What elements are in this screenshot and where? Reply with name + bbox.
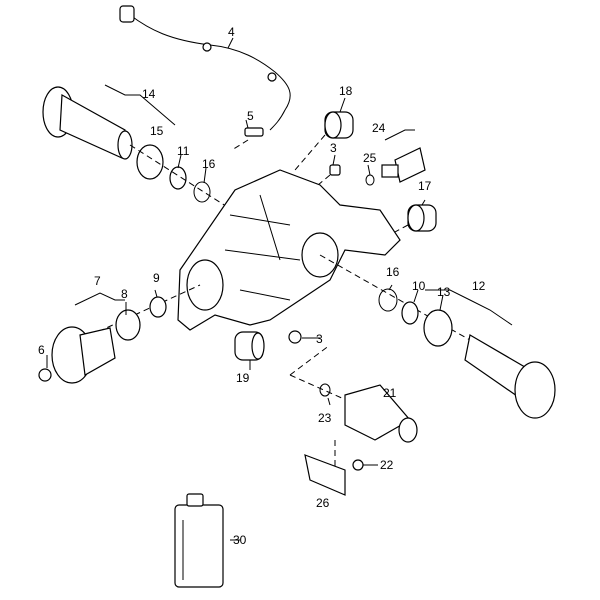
callout-18: 18 [339, 84, 353, 98]
callout-13: 13 [437, 285, 451, 299]
callout-9: 9 [153, 271, 160, 285]
bush-18-part[interactable] [294, 111, 354, 171]
seal-15-part[interactable] [136, 144, 164, 180]
callout-23: 23 [318, 411, 332, 425]
o-ring-25-part[interactable] [365, 174, 375, 186]
bolt-6-part[interactable] [38, 368, 52, 382]
callout-15: 15 [150, 124, 164, 138]
callout-24: 24 [372, 121, 386, 135]
callout-11: 11 [177, 144, 190, 158]
seal-13-part[interactable] [423, 309, 453, 347]
callout-3-bottom: 3 [316, 332, 323, 346]
callout-17: 17 [418, 179, 432, 193]
flange-7-part[interactable] [51, 292, 125, 384]
plug-3-bottom-part[interactable] [288, 330, 312, 344]
sensor-part[interactable] [231, 127, 264, 151]
callout-3-top: 3 [330, 141, 337, 155]
plug-3-top-part[interactable] [311, 164, 341, 191]
callout-6: 6 [38, 343, 45, 357]
differential-housing-part[interactable] [177, 169, 401, 331]
circlip-16-part[interactable] [193, 181, 211, 203]
motor-21-part[interactable] [344, 384, 418, 443]
ring-9-part[interactable] [149, 296, 167, 318]
callout-30: 30 [233, 533, 247, 547]
callout-19: 19 [236, 371, 250, 385]
bush-19-part[interactable] [234, 331, 265, 361]
callout-14: 14 [142, 87, 156, 101]
oil-bottle-30-part[interactable] [174, 493, 224, 588]
callout-5: 5 [247, 109, 254, 123]
flange-shaft-left-part[interactable] [42, 84, 176, 160]
seal-8-part[interactable] [115, 309, 141, 341]
callout-7: 7 [94, 274, 101, 288]
circlip-16-right-part[interactable] [378, 288, 398, 312]
ring-10-part[interactable] [401, 301, 419, 325]
breather-hose-part[interactable] [119, 5, 291, 131]
callout-21: 21 [383, 386, 397, 400]
callout-16-right: 16 [386, 265, 400, 279]
bracket-26-part[interactable] [304, 454, 346, 496]
callout-25: 25 [363, 151, 377, 165]
o-ring-23-part[interactable] [319, 383, 331, 397]
callout-16: 16 [202, 157, 216, 171]
callout-12: 12 [472, 279, 486, 293]
valve-24-part[interactable] [381, 129, 426, 183]
flange-shaft-right-part[interactable] [425, 289, 556, 419]
callout-26: 26 [316, 496, 330, 510]
callout-4: 4 [228, 25, 235, 39]
ring-11-part[interactable] [169, 166, 187, 190]
callout-10: 10 [412, 279, 426, 293]
callout-22: 22 [380, 458, 394, 472]
callout-8: 8 [121, 287, 128, 301]
